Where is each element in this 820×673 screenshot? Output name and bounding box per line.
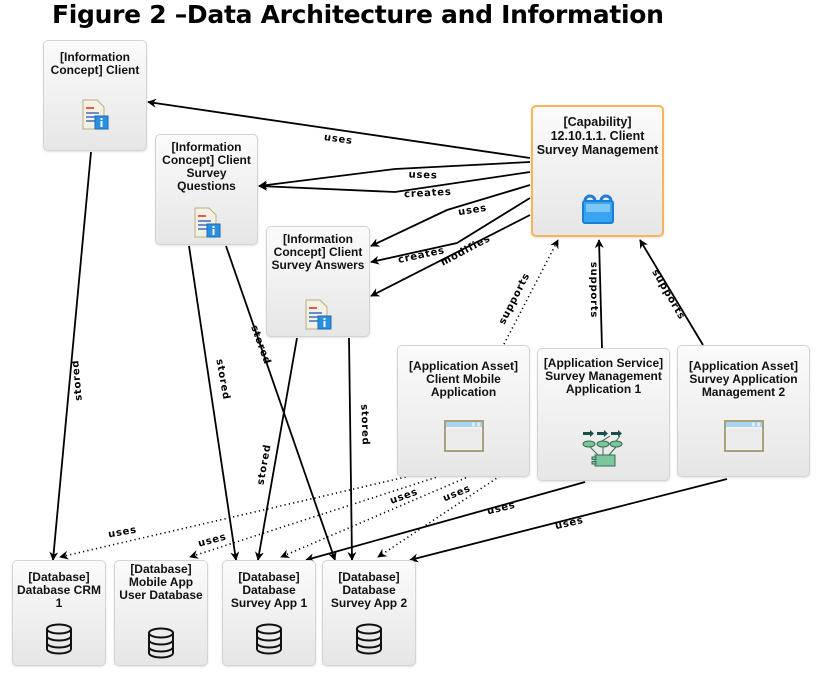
- edge-line[interactable]: [594, 239, 604, 349]
- database-icon: [255, 623, 283, 660]
- edge-cap-to-ic-answers[interactable]: modifies: [370, 214, 531, 297]
- edge-cap-to-ic-answers[interactable]: uses: [370, 184, 531, 247]
- node-information-concept-client[interactable]: [Information Concept] Client: [43, 40, 147, 151]
- node-label: [Capability] 12.10.1.1. Client Survey Ma…: [536, 115, 659, 157]
- information-concept-icon: [193, 207, 221, 244]
- information-concept-icon: [304, 299, 332, 336]
- edge-cap-to-ic-questions[interactable]: uses: [258, 161, 531, 190]
- edge-label: stored: [70, 359, 85, 401]
- node-database-survey-app-2[interactable]: [Database] Database Survey App 2: [322, 560, 416, 666]
- edge-line[interactable]: [377, 475, 501, 558]
- edge-line[interactable]: [305, 481, 586, 563]
- edge-cap-to-ic-questions[interactable]: creates: [258, 171, 531, 200]
- node-database-survey-app-1[interactable]: [Database] Database Survey App 1: [222, 560, 316, 666]
- edge-label: uses: [197, 532, 228, 550]
- edge-label: uses: [442, 483, 473, 504]
- node-label: [Application Service] Survey Management …: [543, 356, 664, 396]
- node-capability-client-survey-management[interactable]: [Capability] 12.10.1.1. Client Survey Ma…: [531, 105, 664, 237]
- edge-svc-app1-to-cap[interactable]: supports: [588, 239, 604, 349]
- node-label: [Information Concept] Client Survey Ques…: [162, 140, 251, 193]
- edge-line[interactable]: [254, 337, 298, 561]
- edge-label: uses: [457, 203, 487, 218]
- edge-line[interactable]: [370, 197, 531, 265]
- edge-cap-to-ic-client[interactable]: uses: [147, 98, 531, 159]
- node-label: [Information Concept] Client Survey Answ…: [271, 232, 365, 272]
- edge-line[interactable]: [225, 245, 337, 561]
- edge-ic-answers-to-db-survey1[interactable]: stored: [254, 337, 298, 561]
- edge-line[interactable]: [59, 475, 411, 560]
- node-database-mobile-app-user[interactable]: [Database] Mobile App User Database: [114, 560, 208, 666]
- edge-line[interactable]: [501, 239, 559, 349]
- edge-label: uses: [323, 132, 353, 147]
- edge-label: supports: [497, 271, 532, 326]
- edge-line[interactable]: [409, 478, 728, 563]
- application-service-icon: [582, 429, 626, 472]
- edge-line[interactable]: [188, 245, 240, 561]
- node-application-service-survey-management-application-1[interactable]: [Application Service] Survey Management …: [537, 348, 670, 481]
- edge-label: uses: [408, 169, 437, 181]
- edge-asset-mobile-to-db-mobile[interactable]: uses: [189, 475, 441, 559]
- edge-label: stored: [213, 358, 231, 401]
- edge-label: creates: [404, 187, 452, 200]
- edge-line[interactable]: [639, 239, 704, 346]
- edge-line[interactable]: [347, 337, 357, 561]
- edge-line[interactable]: [147, 98, 531, 159]
- node-label: [Application Asset] Client Mobile Applic…: [409, 359, 518, 399]
- edge-asset-mobile-to-db-survey2[interactable]: uses: [377, 475, 501, 558]
- edge-asset-mobile-to-cap[interactable]: supports: [497, 239, 559, 349]
- node-application-asset-survey-application-management-2[interactable]: [Application Asset] Survey Application M…: [677, 345, 810, 477]
- edge-ic-client-to-db-crm[interactable]: stored: [49, 151, 92, 561]
- database-icon: [45, 623, 73, 660]
- node-application-asset-client-mobile-application[interactable]: [Application Asset] Client Mobile Applic…: [397, 345, 530, 477]
- edge-line[interactable]: [189, 475, 441, 559]
- node-label: [Application Asset] Survey Application M…: [689, 359, 798, 399]
- edge-line[interactable]: [258, 161, 531, 190]
- edge-asset-mobile-to-db-crm[interactable]: uses: [59, 475, 411, 560]
- edge-asset-app2-to-cap[interactable]: supports: [639, 239, 704, 346]
- figure-title: Figure 2 –Data Architecture and Informat…: [52, 0, 664, 29]
- edge-ic-questions-to-db-survey1[interactable]: stored: [188, 245, 240, 561]
- application-window-icon: [723, 420, 764, 457]
- node-database-crm-1[interactable]: [Database] Database CRM 1: [12, 560, 106, 666]
- node-label: [Database] Database CRM 1: [16, 570, 102, 610]
- edge-label: creates: [397, 245, 446, 266]
- edge-line[interactable]: [49, 151, 92, 561]
- edge-line[interactable]: [370, 184, 531, 247]
- edge-label: uses: [486, 500, 517, 518]
- capability-icon: [581, 191, 615, 230]
- edge-label: supports: [588, 262, 599, 318]
- node-information-concept-client-survey-questions[interactable]: [Information Concept] Client Survey Ques…: [155, 134, 258, 245]
- edge-label: uses: [554, 515, 585, 532]
- edge-label: uses: [107, 525, 137, 541]
- node-label: [Database] Mobile App User Database: [119, 562, 203, 602]
- database-icon: [147, 627, 175, 664]
- node-label: [Information Concept] Client: [50, 50, 140, 77]
- information-concept-icon: [81, 99, 109, 136]
- edge-line[interactable]: [258, 171, 531, 193]
- edge-label: supports: [649, 268, 687, 322]
- edge-line[interactable]: [370, 214, 531, 297]
- edge-label: stored: [358, 404, 370, 446]
- node-label: [Database] Database Survey App 2: [330, 570, 408, 610]
- edge-ic-answers-to-db-survey2[interactable]: stored: [347, 337, 371, 561]
- node-information-concept-client-survey-answers[interactable]: [Information Concept] Client Survey Answ…: [266, 226, 370, 337]
- database-icon: [355, 623, 383, 660]
- edge-label: stored: [256, 443, 274, 486]
- node-label: [Database] Database Survey App 1: [230, 570, 308, 610]
- application-window-icon: [443, 420, 484, 457]
